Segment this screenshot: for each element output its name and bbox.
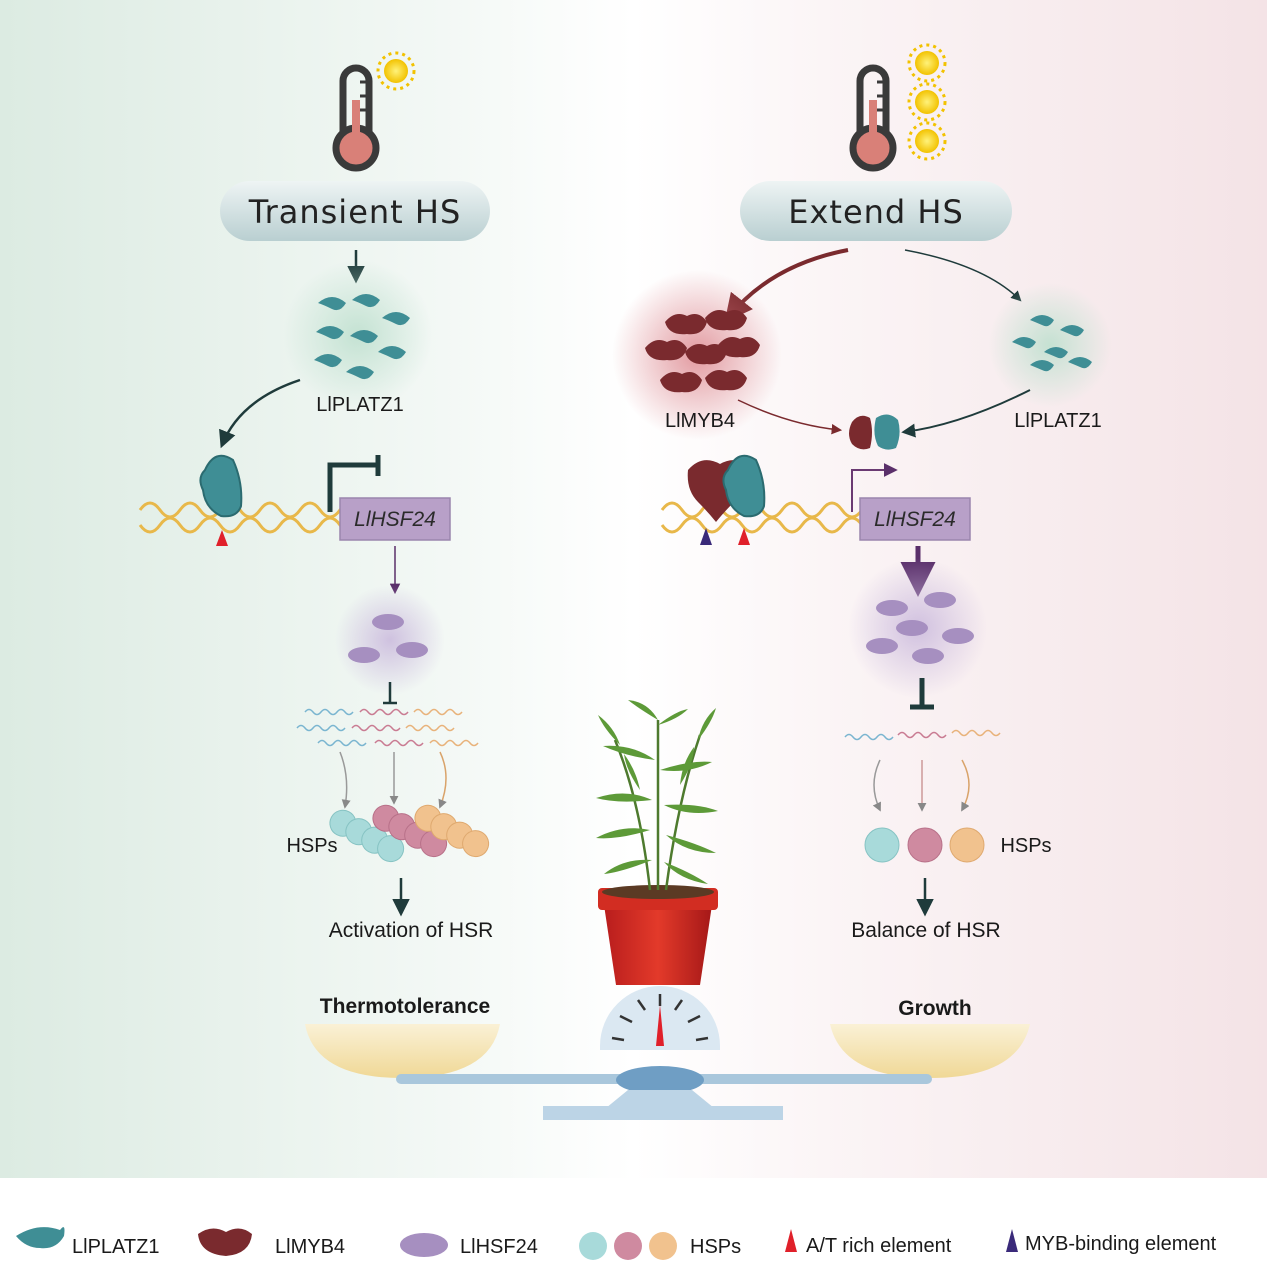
myb-platz-complex bbox=[849, 414, 900, 450]
gene-label: LlHSF24 bbox=[874, 508, 956, 531]
legend-at-element-icon bbox=[785, 1229, 797, 1252]
thermometer-icon bbox=[332, 64, 380, 172]
repression-bar bbox=[327, 462, 378, 512]
hsf-glow bbox=[335, 585, 445, 695]
stress-pill bbox=[220, 181, 490, 241]
at-rich-element-icon bbox=[216, 530, 228, 546]
dna-strand bbox=[138, 501, 362, 534]
myb-cluster bbox=[645, 310, 760, 393]
platz-cluster bbox=[314, 294, 410, 380]
sun-icon bbox=[907, 43, 947, 83]
hsps-label: HSPs bbox=[1000, 835, 1051, 857]
legend: LlPLATZ1 LlMYB4 LlHSF24 HSPs A/T rich el… bbox=[16, 1227, 1217, 1260]
platz-cluster bbox=[1012, 315, 1092, 372]
platz-protein-bound bbox=[722, 454, 766, 518]
platz-label: LlPLATZ1 bbox=[316, 394, 403, 416]
thermometer-icon bbox=[849, 64, 897, 172]
stress-label: Transient HS bbox=[248, 193, 462, 231]
hsf-cluster bbox=[348, 614, 428, 663]
balance-pivot bbox=[616, 1066, 704, 1094]
outcome-label: Activation of HSR bbox=[329, 919, 494, 942]
legend-myb-icon bbox=[198, 1228, 252, 1256]
sun-icon bbox=[907, 121, 947, 161]
platz-label: LlPLATZ1 bbox=[1014, 410, 1101, 432]
balance-base bbox=[543, 1106, 783, 1120]
potted-plant-icon bbox=[596, 700, 718, 985]
myb-binding-element-icon bbox=[700, 528, 712, 545]
stress-pill bbox=[740, 181, 1012, 241]
at-rich-element-icon bbox=[738, 528, 750, 545]
gene-label: LlHSF24 bbox=[354, 508, 436, 531]
platz-protein-bound bbox=[199, 454, 243, 518]
outcome-label: Balance of HSR bbox=[851, 919, 1000, 942]
right-pan bbox=[830, 1024, 1030, 1078]
sun-icon bbox=[907, 82, 947, 122]
legend-myb-label: LlMYB4 bbox=[275, 1236, 345, 1258]
gene-box bbox=[859, 497, 971, 541]
platz-glow bbox=[988, 283, 1112, 407]
stress-label: Extend HS bbox=[788, 193, 964, 231]
legend-hsps-icon bbox=[579, 1232, 677, 1260]
myb-label: LlMYB4 bbox=[665, 410, 735, 432]
legend-platz-label: LlPLATZ1 bbox=[72, 1236, 159, 1258]
sun-icon bbox=[376, 51, 416, 91]
left-panel: Transient HS LlPLATZ1 LlHSF2 bbox=[138, 51, 494, 1018]
hsf-cluster bbox=[866, 592, 974, 664]
dial-needle bbox=[656, 1005, 664, 1046]
legend-myb-element-icon bbox=[1006, 1229, 1018, 1252]
legend-hsf-icon bbox=[400, 1233, 448, 1257]
mrna-strands bbox=[296, 708, 479, 747]
legend-hsf-label: LlHSF24 bbox=[460, 1236, 538, 1258]
mrna-strands bbox=[844, 729, 1001, 741]
balance-scale bbox=[305, 986, 1030, 1120]
legend-myb-element-label: MYB-binding element bbox=[1025, 1233, 1217, 1255]
arrow-platz-to-dna bbox=[219, 378, 301, 449]
activation-arrow bbox=[851, 463, 898, 512]
arrow-to-platz bbox=[904, 249, 1022, 302]
scale-label: Thermotolerance bbox=[320, 995, 490, 1018]
hsp-chains bbox=[329, 804, 490, 863]
hsps-label: HSPs bbox=[286, 835, 337, 857]
left-pan bbox=[305, 1024, 500, 1078]
legend-at-element-label: A/T rich element bbox=[806, 1235, 952, 1257]
legend-platz-icon bbox=[16, 1227, 65, 1249]
scale-label: Growth bbox=[898, 997, 972, 1020]
gene-box bbox=[339, 497, 451, 541]
legend-hsps-label: HSPs bbox=[690, 1236, 741, 1258]
hsp-single bbox=[864, 827, 985, 863]
right-panel: Extend HS LlMYB4 LlPLATZ1 bbox=[612, 43, 1112, 1020]
